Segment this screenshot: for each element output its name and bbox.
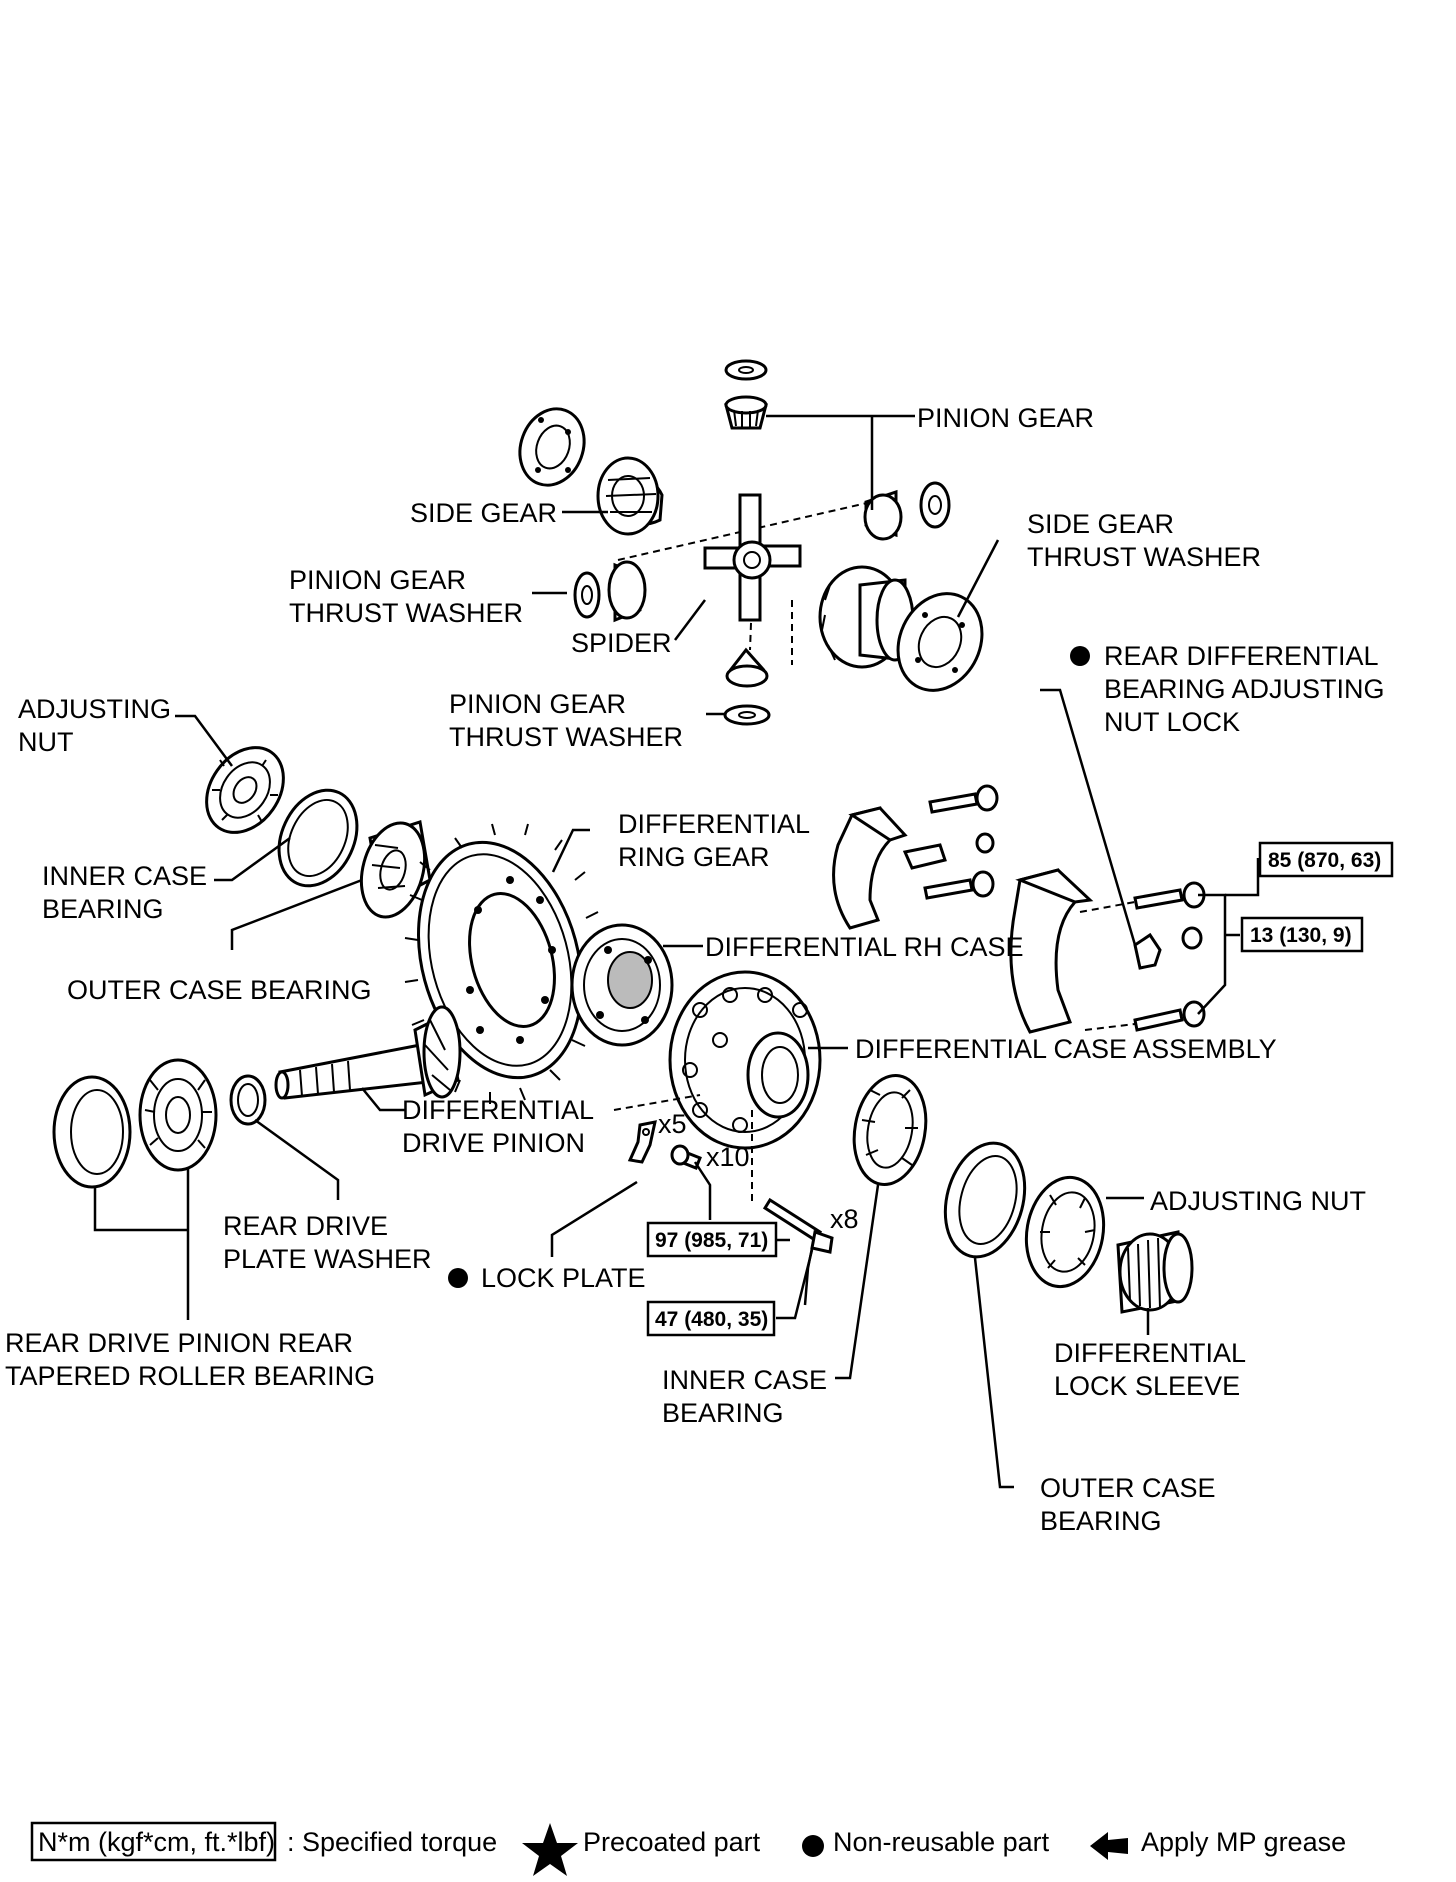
parts-drawing <box>52 359 1206 1314</box>
pinion-gear-right-drawing <box>863 481 951 541</box>
side-gear-washer-upper-drawing <box>518 407 586 487</box>
torque-85-text: 85 (870, 63) <box>1268 849 1381 872</box>
label-outer-case-bearing-right-l1: OUTER CASE <box>1040 1473 1216 1503</box>
label-outer-case-bearing-right-l2: BEARING <box>1040 1506 1162 1536</box>
bearing-cap-lower-drawing <box>1009 868 1094 1034</box>
label-pinion-gear: PINION GEAR <box>917 403 1094 433</box>
label-side-gear: SIDE GEAR <box>410 498 557 528</box>
bearing-cap-upper-drawing <box>832 806 908 930</box>
ring-gear-drawing <box>404 823 603 1104</box>
label-outer-case-bearing-left: OUTER CASE BEARING <box>67 975 372 1005</box>
spider-drawing <box>703 493 802 622</box>
rear-drive-plate-washer-drawing <box>229 1074 267 1126</box>
label-pinion-gear-thrust-washer-bottom-l2: THRUST WASHER <box>449 722 683 752</box>
arrow-left-icon <box>1090 1832 1128 1860</box>
label-adjusting-nut-left-l1: ADJUSTING <box>18 694 171 724</box>
label-differential-ring-gear-l2: RING GEAR <box>618 842 770 872</box>
non-reusable-dot-nut-lock <box>1070 646 1090 666</box>
torque-specs: 85 (870, 63) 13 (130, 9) 97 (985, 71) 47… <box>646 841 1394 1337</box>
label-qty-x8: x8 <box>830 1204 859 1234</box>
side-gear-upper-drawing <box>596 456 664 536</box>
side-gear-thrust-washer-right-drawing <box>896 592 984 692</box>
label-rear-drive-plate-washer-l1: REAR DRIVE <box>223 1211 388 1241</box>
legend: N*m (kgf*cm, ft.*lbf) : Specified torque… <box>30 1821 1346 1876</box>
outer-case-bearing-right-drawing <box>943 1141 1027 1259</box>
star-icon <box>522 1823 578 1876</box>
inner-case-bearing-right-drawing <box>852 1073 928 1187</box>
label-differential-case-assembly: DIFFERENTIAL CASE ASSEMBLY <box>855 1034 1277 1064</box>
nut-lock-drawing <box>1133 932 1162 970</box>
non-reusable-dot-lock-plate <box>448 1268 468 1288</box>
label-adjusting-nut-right: ADJUSTING NUT <box>1150 1186 1366 1216</box>
label-differential-drive-pinion-l1: DIFFERENTIAL <box>402 1095 594 1125</box>
label-rear-tapered-roller-bearing-l2: TAPERED ROLLER BEARING <box>5 1361 375 1391</box>
label-inner-case-bearing-right-l1: INNER CASE <box>662 1365 827 1395</box>
label-side-gear-thrust-washer-l2: THRUST WASHER <box>1027 542 1261 572</box>
differential-lock-sleeve-drawing <box>1116 1230 1194 1314</box>
torque-box-47 <box>646 1300 776 1337</box>
ring-gear-bolt-drawing <box>762 1197 834 1254</box>
differential-rh-case-drawing <box>570 923 674 1047</box>
label-side-gear-thrust-washer-l1: SIDE GEAR <box>1027 509 1174 539</box>
label-adjusting-nut-left-l2: NUT <box>18 727 74 757</box>
pinion-gear-top-drawing <box>724 359 768 430</box>
label-differential-lock-sleeve-l2: LOCK SLEEVE <box>1054 1371 1240 1401</box>
torque-13-text: 13 (130, 9) <box>1250 924 1352 947</box>
lock-plate-drawing <box>627 1120 657 1164</box>
label-pinion-gear-thrust-washer-left-l1: PINION GEAR <box>289 565 466 595</box>
label-differential-ring-gear-l1: DIFFERENTIAL <box>618 809 810 839</box>
part-labels: PINION GEAR SIDE GEAR SIDE GEAR THRUST W… <box>5 403 1385 1536</box>
pinion-gear-left-drawing <box>573 560 647 623</box>
label-qty-x10: x10 <box>706 1142 750 1172</box>
torque-47-text: 47 (480, 35) <box>655 1308 768 1331</box>
label-inner-case-bearing-right-l2: BEARING <box>662 1398 784 1428</box>
legend-precoated-part: Precoated part <box>583 1827 761 1857</box>
label-nut-lock-l2: BEARING ADJUSTING <box>1104 674 1385 704</box>
leader-lines <box>93 414 1260 1489</box>
label-spider: SPIDER <box>571 628 672 658</box>
label-pinion-gear-thrust-washer-left-l2: THRUST WASHER <box>289 598 523 628</box>
label-nut-lock-l3: NUT LOCK <box>1104 707 1240 737</box>
label-rear-tapered-roller-bearing-l1: REAR DRIVE PINION REAR <box>5 1328 353 1358</box>
dot-icon <box>802 1835 824 1857</box>
label-qty-x5: x5 <box>658 1109 687 1139</box>
rear-tapered-roller-bearing-cone-drawing <box>138 1058 218 1172</box>
legend-torque-box <box>30 1821 277 1862</box>
legend-non-reusable-part: Non-reusable part <box>833 1827 1050 1857</box>
adjusting-nut-right-drawing <box>1024 1175 1106 1289</box>
inner-case-bearing-left-drawing <box>277 788 359 888</box>
legend-torque-box-text: N*m (kgf*cm, ft.*lbf) <box>38 1827 275 1857</box>
rear-tapered-roller-bearing-cup-drawing <box>52 1075 132 1189</box>
torque-97-text: 97 (985, 71) <box>655 1229 768 1252</box>
label-inner-case-bearing-left-l2: BEARING <box>42 894 164 924</box>
legend-apply-mp-grease: Apply MP grease <box>1141 1827 1346 1857</box>
label-rear-drive-plate-washer-l2: PLATE WASHER <box>223 1244 432 1274</box>
adjusting-nut-left-drawing <box>205 746 285 834</box>
legend-specified-torque: : Specified torque <box>287 1827 497 1857</box>
torque-box-13 <box>1240 916 1364 953</box>
label-differential-lock-sleeve-l1: DIFFERENTIAL <box>1054 1338 1246 1368</box>
differential-case-assembly-drawing <box>668 970 822 1150</box>
label-differential-drive-pinion-l2: DRIVE PINION <box>402 1128 585 1158</box>
bolts-upper-cap-drawing <box>902 784 999 900</box>
torque-box-85 <box>1258 841 1394 878</box>
label-lock-plate: LOCK PLATE <box>481 1263 646 1293</box>
pinion-gear-bottom-drawing <box>723 647 771 726</box>
label-pinion-gear-thrust-washer-bottom-l1: PINION GEAR <box>449 689 626 719</box>
differential-drive-pinion-drawing <box>274 1005 462 1100</box>
label-differential-rh-case: DIFFERENTIAL RH CASE <box>705 932 1024 962</box>
case-bolt-drawing <box>670 1144 702 1170</box>
outer-case-bearing-left-drawing <box>359 820 432 919</box>
label-nut-lock-l1: REAR DIFFERENTIAL <box>1104 641 1379 671</box>
label-inner-case-bearing-left-l1: INNER CASE <box>42 861 207 891</box>
